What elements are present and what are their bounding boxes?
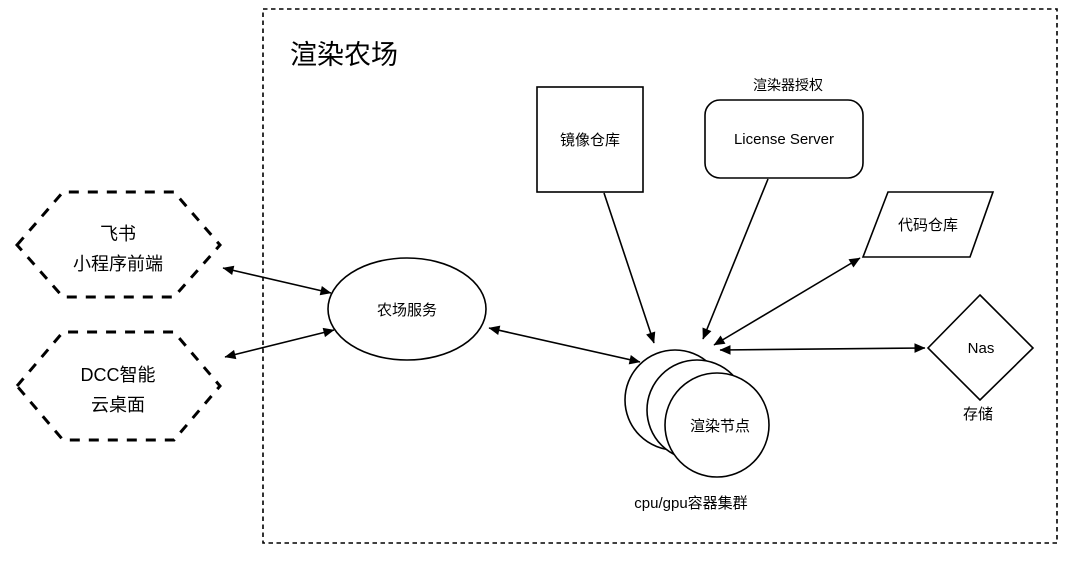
node-render-node-cluster: 渲染节点 cpu/gpu容器集群: [624, 349, 770, 512]
edge-license-cluster: [702, 178, 769, 340]
license-server-label: License Server: [734, 131, 834, 148]
edge-code-cluster: [713, 257, 861, 346]
diagram-title: 渲染农场: [290, 40, 398, 70]
license-server-caption: 渲染器授权: [753, 77, 823, 93]
nas-label: Nas: [968, 340, 995, 357]
edge-farm-cluster: [488, 325, 641, 365]
dcc-hexagon-shape: [15, 330, 222, 442]
node-dcc-cloud-desktop: DCC智能 云桌面: [15, 330, 222, 442]
feishu-label-line1: 飞书: [100, 224, 136, 244]
node-feishu-frontend: 飞书 小程序前端: [15, 190, 222, 299]
nas-diamond-shape: [926, 293, 1035, 402]
feishu-hexagon-shape: [15, 190, 222, 299]
edge-nas-cluster: [719, 343, 926, 355]
feishu-label-line2: 小程序前端: [73, 254, 163, 274]
storage-caption: 存储: [963, 406, 993, 423]
node-image-registry: 镜像仓库: [536, 86, 644, 193]
render-node-circle-front: [664, 372, 770, 478]
farm-service-ellipse-shape: [327, 257, 487, 361]
node-code-repository: 代码仓库: [861, 191, 995, 258]
render-node-label: 渲染节点: [690, 418, 750, 435]
node-license-server: 渲染器授权 License Server: [704, 77, 864, 179]
node-nas-storage: Nas 存储: [926, 293, 1035, 423]
edges: [222, 178, 926, 365]
edge-mirror-cluster: [603, 192, 656, 344]
node-farm-service: 农场服务: [327, 257, 487, 361]
image-registry-square-shape: [536, 86, 644, 193]
license-server-rounded-rect-shape: [704, 99, 864, 179]
edge-feishu-farm: [222, 265, 332, 296]
code-repository-label: 代码仓库: [898, 217, 958, 234]
dcc-label-line2: 云桌面: [91, 395, 145, 415]
edge-dcc-farm: [224, 327, 335, 360]
farm-service-label: 农场服务: [377, 302, 437, 319]
cluster-caption: cpu/gpu容器集群: [634, 495, 747, 512]
code-repository-parallelogram-shape: [861, 191, 995, 258]
image-registry-label: 镜像仓库: [560, 131, 620, 149]
dcc-label-line1: DCC智能: [81, 365, 156, 385]
